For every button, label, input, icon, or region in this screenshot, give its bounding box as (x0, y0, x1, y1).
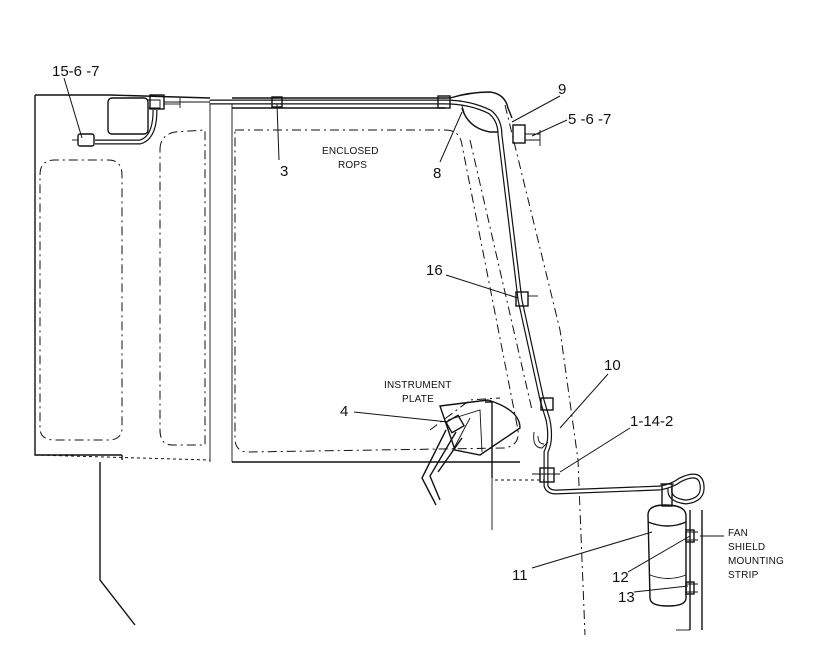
callout-13: 13 (618, 589, 635, 606)
callout-1-14-2: 1-14-2 (630, 413, 673, 430)
washer-tubing (95, 99, 705, 505)
callout-9: 9 (558, 81, 566, 98)
note-instrument-plate-line1: INSTRUMENT (384, 380, 452, 391)
callout-15-6-7: 15-6 -7 (52, 63, 100, 80)
rear-nozzle-assembly (107, 94, 210, 135)
diagram-notes: ENCLOSED ROPS INSTRUMENT PLATE FAN SHIEL… (322, 146, 784, 581)
note-fan-shield-line1: FAN (728, 528, 748, 539)
note-fan-shield-line3: MOUNTING (728, 556, 784, 567)
leader-lines (63, 77, 724, 593)
washer-reservoir (647, 483, 703, 631)
callout-4: 4 (340, 403, 348, 420)
note-instrument-plate-line2: PLATE (402, 394, 434, 405)
tube-clips (72, 95, 560, 483)
callout-16: 16 (426, 262, 443, 279)
note-fan-shield-line2: SHIELD (728, 542, 765, 553)
callout-11: 11 (512, 567, 528, 584)
note-enclosed-rops-line1: ENCLOSED (322, 146, 379, 157)
callout-12: 12 (612, 569, 629, 586)
note-enclosed-rops-line2: ROPS (338, 160, 367, 171)
callout-8: 8 (433, 165, 441, 182)
instrument-plate (421, 397, 521, 506)
callout-3: 3 (280, 163, 288, 180)
callout-5-6-7: 5 -6 -7 (568, 111, 611, 128)
note-fan-shield-line4: STRIP (728, 570, 759, 581)
callout-numbers: 15-6 -7 9 5 -6 -7 3 8 16 10 1-14-2 4 11 … (52, 63, 673, 606)
callout-10: 10 (604, 357, 621, 374)
